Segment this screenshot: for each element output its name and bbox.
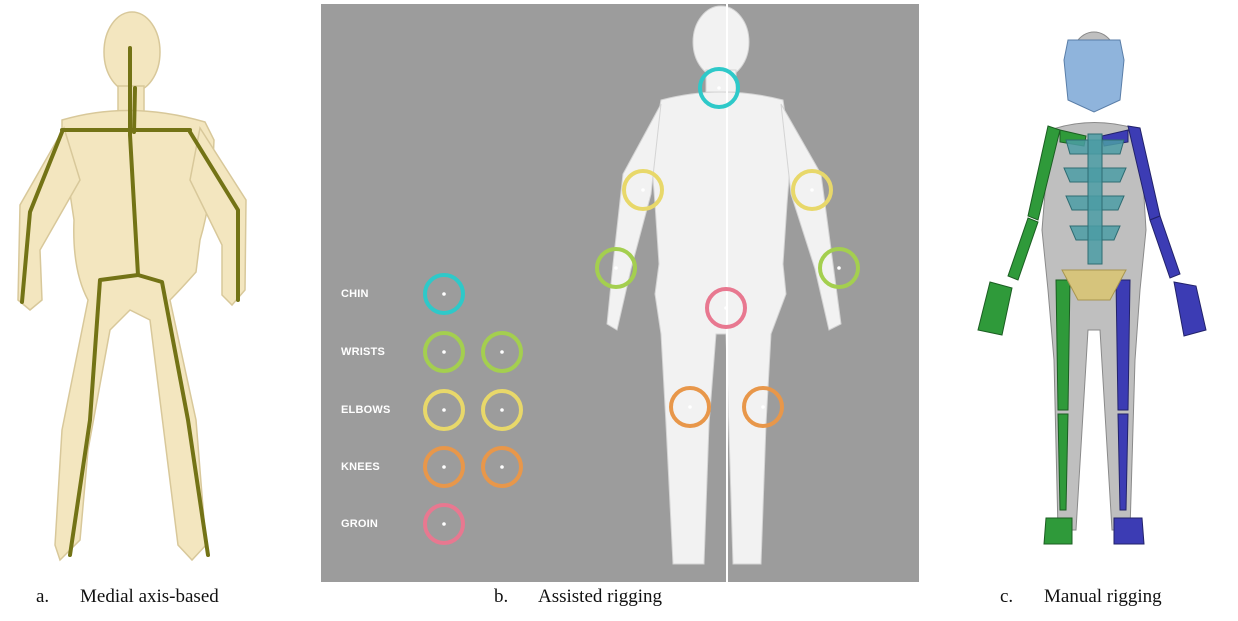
- legend-label-knees: KNEES: [341, 461, 380, 473]
- selector-dots: [442, 292, 504, 526]
- legend-label-elbows: ELBOWS: [341, 404, 390, 416]
- medial-axis-figure: [0, 0, 300, 585]
- body-model: [607, 6, 841, 564]
- legend-label-chin: CHIN: [341, 288, 369, 300]
- assisted-rigging-svg: [321, 4, 919, 582]
- assisted-rigging-panel: CHIN WRISTS ELBOWS KNEES GROIN: [321, 4, 919, 582]
- manual-rigging-svg: [960, 30, 1238, 555]
- manual-rigging-figure: [960, 30, 1238, 555]
- caption-b: b.Assisted rigging: [494, 586, 662, 608]
- caption-a: a.Medial axis-based: [36, 586, 219, 608]
- medial-axis-svg: [0, 0, 300, 585]
- head-mesh: [1064, 40, 1124, 112]
- caption-a-letter: a.: [36, 586, 80, 608]
- caption-a-text: Medial axis-based: [80, 586, 219, 607]
- caption-c-text: Manual rigging: [1044, 586, 1162, 607]
- caption-c: c.Manual rigging: [1000, 586, 1162, 608]
- legend-label-wrists: WRISTS: [341, 346, 385, 358]
- caption-b-text: Assisted rigging: [538, 586, 662, 607]
- legend-label-groin: GROIN: [341, 518, 378, 530]
- caption-c-letter: c.: [1000, 586, 1044, 608]
- caption-b-letter: b.: [494, 586, 538, 608]
